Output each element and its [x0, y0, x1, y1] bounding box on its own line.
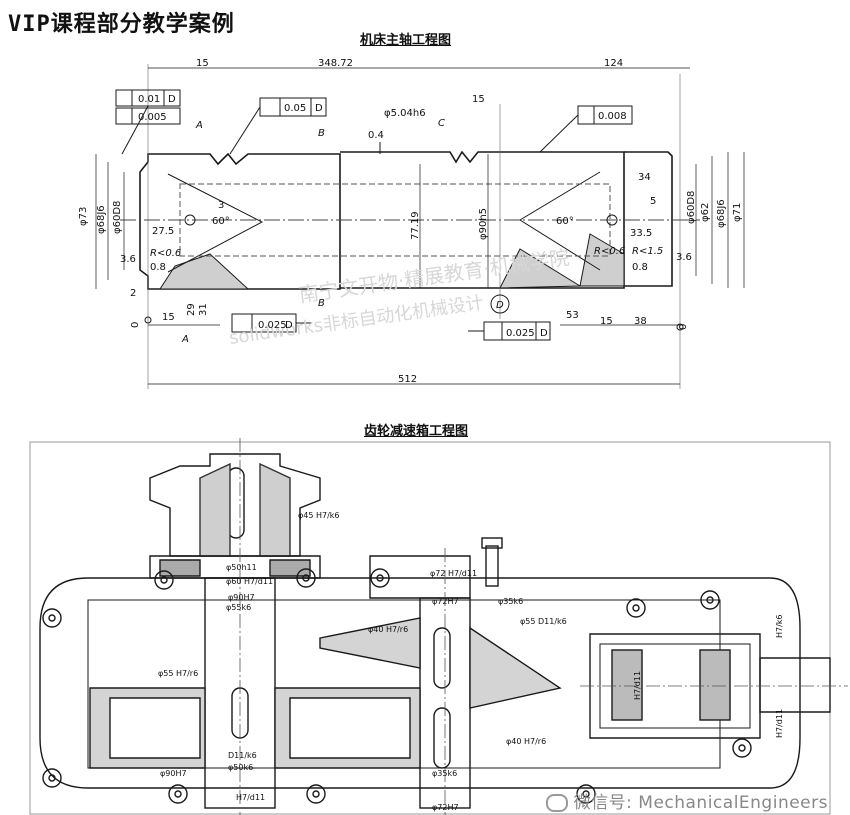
fit-f12: φ40 H7/r6 — [506, 737, 546, 746]
dim-15a: 15 — [196, 58, 209, 69]
tol-runout-left-datum: D — [285, 320, 293, 331]
dim-124: 124 — [604, 58, 623, 69]
tol-cylindricity: 0.005 — [138, 112, 167, 123]
roughness-04: 0.4 — [368, 130, 384, 141]
tol-runout-right-datum: D — [540, 328, 548, 339]
dim-348: 348.72 — [318, 58, 353, 69]
fit-f14: D11/k6 — [228, 751, 257, 760]
dim-38: 38 — [634, 316, 647, 327]
gearbox-drawing-title: 齿轮减速箱工程图 — [364, 424, 469, 439]
gearbox-drawing: φ45 H7/k6 φ50h11 φ60 H7/d11 φ90H7 φ55k6 … — [29, 438, 848, 815]
dim-53: 53 — [566, 310, 579, 321]
dim-d60-right: φ60D8 — [686, 191, 697, 224]
wechat-watermark-text: 微信号: MechanicalEngineers — [573, 793, 828, 813]
tol-runout-left: 0.025 — [258, 320, 287, 331]
dim-5: 5 — [650, 196, 656, 207]
page-heading: VIP课程部分教学案例 — [8, 12, 235, 37]
dim-15e: 15 — [600, 316, 613, 327]
dim-33-5: 33.5 — [630, 228, 652, 239]
fit-f20: H7/k6 — [775, 614, 784, 638]
dim-d60-left: φ60D8 — [112, 201, 123, 234]
fit-f9: φ40 H7/r6 — [368, 625, 408, 634]
radius-right-2: R<1.5 — [632, 246, 663, 257]
dim-d62: φ62 — [700, 203, 711, 222]
dim-d68: φ68J6 — [96, 205, 107, 234]
spindle-drawing: 南宁文开物·精展教育·机械学院 solidworks非标自动化机械设计 15 3… — [78, 58, 745, 389]
fit-f17: φ72H7 — [432, 803, 459, 812]
fit-f4: φ90H7 — [228, 593, 255, 602]
tol-runout-right: 0.025 — [506, 328, 535, 339]
tol-flatness: 0.01 — [138, 94, 160, 105]
angle-60-right: 60° — [556, 216, 574, 227]
dim-3-6-left: 3.6 — [120, 254, 136, 265]
dim-0-right: 0 — [678, 324, 689, 330]
angle-60-left: 60° — [212, 216, 230, 227]
dim-0-8-left: 0.8 — [150, 262, 166, 273]
fit-f3: φ60 H7/d11 — [226, 577, 273, 586]
tol-flatness-datum: D — [168, 94, 176, 105]
dim-77-19: 77.19 — [410, 211, 421, 240]
fit-f18: H7/d11 — [236, 793, 265, 802]
dim-d90: φ90h5 — [478, 208, 489, 240]
fit-f8: φ35k6 — [498, 597, 523, 606]
datum-D: D — [496, 300, 504, 311]
fit-f19: H7/d11 — [633, 671, 642, 700]
label-B-bottom: B — [318, 298, 325, 309]
dim-512: 512 — [398, 374, 417, 385]
dim-15b: 15 — [472, 94, 485, 105]
label-A-top: A — [195, 120, 203, 131]
fit-f10: φ55 D11/k6 — [520, 617, 567, 626]
fit-f13: φ90H7 — [160, 769, 187, 778]
dim-15c: 15 — [162, 312, 175, 323]
dim-3: 3 — [218, 200, 224, 211]
fit-f11: φ55 H7/r6 — [158, 669, 198, 678]
dim-d73: φ73 — [78, 207, 89, 226]
dim-d71: φ71 — [732, 203, 743, 222]
wechat-watermark: 微信号: MechanicalEngineers — [545, 788, 828, 813]
spindle-drawing-title: 机床主轴工程图 — [360, 33, 452, 48]
dim-27-5: 27.5 — [152, 226, 174, 237]
dim-fit: φ5.04h6 — [384, 108, 426, 119]
dim-0-left: 0 — [130, 322, 141, 328]
fit-f1: φ45 H7/k6 — [298, 511, 340, 520]
label-C: C — [438, 118, 445, 129]
label-A-bottom: A — [181, 334, 189, 345]
tol-symmetry: 0.008 — [598, 111, 627, 122]
fit-f16: φ35k6 — [432, 769, 457, 778]
dim-3-6-right: 3.6 — [676, 252, 692, 263]
fit-f6: φ72 H7/d11 — [430, 569, 477, 578]
dim-2: 2 — [130, 288, 136, 299]
tol-parallel-datum: D — [315, 103, 323, 114]
dim-34: 34 — [638, 172, 651, 183]
wechat-icon — [545, 794, 568, 812]
fit-f21: H7/d11 — [775, 709, 784, 738]
radius-right-1: R<0.6 — [594, 246, 625, 257]
fit-f5: φ55k6 — [226, 603, 251, 612]
fit-f7: φ72H7 — [432, 597, 459, 606]
tol-parallel: 0.05 — [284, 103, 306, 114]
fit-f2: φ50h11 — [226, 563, 257, 572]
dim-d68-right: φ68J6 — [716, 199, 727, 228]
radius-left: R<0.6 — [150, 248, 181, 259]
dim-29: 29 — [186, 303, 197, 316]
dim-0-8-right: 0.8 — [632, 262, 648, 273]
dim-31: 31 — [198, 303, 209, 316]
label-B-top: B — [318, 128, 325, 139]
fit-f15: φ50k6 — [228, 763, 253, 772]
